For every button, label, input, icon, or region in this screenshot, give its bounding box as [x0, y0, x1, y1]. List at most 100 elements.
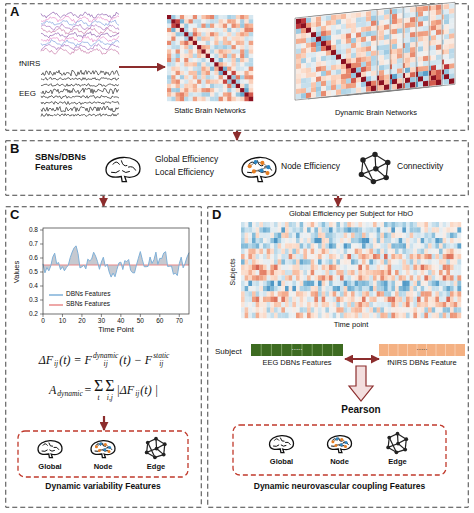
dynamic-frame [321, 7, 403, 98]
matrix-cell [223, 80, 228, 85]
matrix-cell [189, 49, 194, 54]
matrix-cell [240, 67, 245, 72]
matrix-cell [236, 32, 241, 37]
matrix-cell [418, 36, 423, 42]
matrix-cell [210, 45, 215, 50]
matrix-cell [180, 71, 185, 76]
matrix-cell [410, 37, 415, 43]
matrix-cell [384, 54, 389, 60]
matrix-cell [431, 60, 436, 66]
matrix-cell [410, 62, 415, 68]
matrix-cell [201, 88, 206, 93]
matrix-cell [193, 41, 198, 46]
matrix-cell [232, 67, 237, 72]
matrix-cell [397, 48, 402, 54]
matrix-cell [249, 28, 254, 33]
matrix-cell [193, 88, 198, 93]
matrix-cell [249, 49, 254, 54]
matrix-cell [423, 81, 428, 87]
matrix-cell [384, 79, 389, 85]
matrix-cell [180, 37, 185, 42]
matrix-cell [336, 14, 341, 20]
matrix-cell [405, 82, 410, 88]
matrix-cell [444, 34, 449, 40]
matrix-cell [240, 37, 245, 42]
frame-border [308, 8, 390, 99]
matrix-cell [171, 92, 176, 97]
matrix-cell [197, 37, 202, 42]
matrix-cell [244, 45, 249, 50]
matrix-cell [418, 6, 423, 12]
matrix-cell [193, 24, 198, 29]
fnirs-trace [41, 32, 119, 38]
matrix-cell [384, 74, 389, 80]
matrix-cell [197, 45, 202, 50]
matrix-cell [219, 84, 224, 89]
matrix-cell [167, 19, 172, 24]
matrix-cell [206, 88, 211, 93]
matrix-cell [210, 67, 215, 72]
matrix-cell [249, 67, 254, 72]
matrix-cell [193, 45, 198, 50]
matrix-cell [436, 70, 441, 76]
matrix-cell [176, 62, 181, 67]
matrix-cell [171, 71, 176, 76]
matrix-cell [244, 32, 249, 37]
matrix-cell [180, 49, 185, 54]
matrix-cell [176, 84, 181, 89]
matrix-cell [405, 47, 410, 53]
matrix-cell [249, 41, 254, 46]
matrix-cell [223, 97, 228, 102]
matrix-cell [384, 9, 389, 15]
frame-border [334, 6, 416, 97]
matrix-cell [223, 45, 228, 50]
matrix-cell [431, 30, 436, 36]
matrix-cell [197, 92, 202, 97]
dynamic-frame [334, 6, 416, 97]
matrix-cell [405, 42, 410, 48]
matrix-cell [210, 97, 215, 102]
matrix-cell [431, 40, 436, 46]
matrix-cell [244, 97, 249, 102]
matrix-cell [436, 40, 441, 46]
matrix-cell [444, 54, 449, 60]
matrix-cell [392, 39, 397, 45]
fnirs-trace [41, 16, 119, 23]
matrix-cell [436, 80, 441, 86]
matrix-cell [236, 84, 241, 89]
matrix-cell [240, 28, 245, 33]
matrix-cell [379, 60, 384, 66]
matrix-cell [397, 28, 402, 34]
matrix-cell [219, 58, 224, 63]
matrix-cell [249, 75, 254, 80]
eeg-trace [41, 102, 119, 105]
fnirs-trace [41, 48, 119, 55]
matrix-cell [193, 80, 198, 85]
flow-arrow [236, 131, 238, 140]
matrix-cell [223, 49, 228, 54]
matrix-cell [201, 67, 206, 72]
matrix-cell [249, 19, 254, 24]
matrix-cell [167, 49, 172, 54]
matrix-cell [219, 32, 224, 37]
matrix-cell [249, 84, 254, 89]
matrix-cell [431, 35, 436, 41]
matrix-cell [206, 92, 211, 97]
matrix-cell [210, 15, 215, 20]
matrix-cell [397, 78, 402, 84]
matrix-cell [210, 71, 215, 76]
matrix-cell [184, 45, 189, 50]
matrix-cell [341, 14, 346, 20]
matrix-cell [189, 84, 194, 89]
matrix-cell [249, 80, 254, 85]
matrix-cell [236, 54, 241, 59]
matrix-cell [444, 44, 449, 50]
matrix-cell [410, 7, 415, 13]
matrix-cell [206, 67, 211, 72]
matrix-cell [379, 55, 384, 61]
matrix-cell [449, 53, 454, 59]
matrix-cell [227, 19, 232, 24]
matrix-cell [392, 24, 397, 30]
matrix-cell [167, 84, 172, 89]
matrix-cell [219, 45, 224, 50]
